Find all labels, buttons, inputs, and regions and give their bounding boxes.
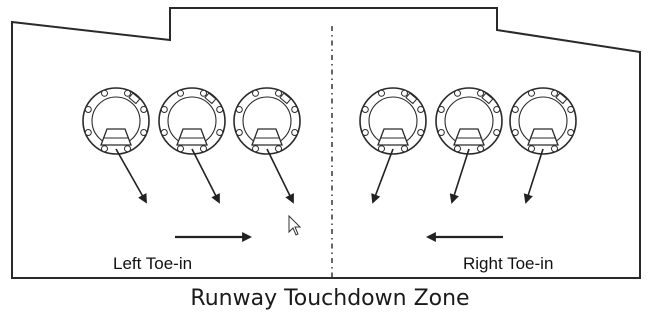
fixture-aim-arrow (523, 148, 544, 204)
fixture-flange (359, 87, 427, 155)
diagram-caption: Runway Touchdown Zone (190, 286, 470, 311)
fixture-prism (100, 128, 132, 146)
fixture-bolt (140, 106, 148, 113)
fixture-flange (509, 87, 577, 155)
fixture-bolt (140, 129, 148, 136)
fixture-tag (405, 92, 418, 105)
left-toe-in-label: Left Toe-in (113, 254, 193, 273)
fixture-tag (279, 92, 292, 105)
fixture-bolt (528, 145, 535, 153)
fixture-prism (527, 128, 559, 146)
fixture-flange (435, 87, 503, 155)
fixture-bolt (177, 89, 184, 97)
fixture-bolt (84, 106, 92, 113)
fixture-aim-arrow (115, 148, 147, 204)
fixture-bolt (361, 106, 369, 113)
fixture-bolt (511, 129, 519, 136)
fixture-bolt (177, 145, 184, 153)
fixture-bolt (216, 129, 224, 136)
fixture-bolt (252, 145, 259, 153)
fixture-bolt (275, 89, 282, 97)
fixture-bolt (160, 106, 168, 113)
fixture-tag (204, 92, 217, 105)
fixture-tag (128, 92, 141, 105)
fixture-bolt (437, 106, 445, 113)
fixture-bolt (101, 145, 108, 153)
fixture-flange (82, 87, 150, 155)
left-fixture-1 (82, 87, 150, 204)
fixture-prism (377, 128, 409, 146)
fixture-bolt (493, 129, 501, 136)
fixture-bolt (417, 129, 425, 136)
fixture-aim-arrow (266, 148, 294, 204)
fixture-bolt (291, 129, 299, 136)
fixture-bolt (437, 129, 445, 136)
fixture-prism (176, 128, 208, 146)
fixture-bolt (528, 89, 535, 97)
fixture-flange (158, 87, 226, 155)
fixture-bolt (291, 106, 299, 113)
fixture-bolt (551, 145, 558, 153)
fixture-bolt (160, 129, 168, 136)
fixture-bolt (493, 106, 501, 113)
fixture-aim-arrow (371, 148, 394, 204)
fixture-bolt (124, 89, 131, 97)
right-fixture-2 (435, 87, 503, 204)
fixture-bolt (378, 89, 385, 97)
fixture-tag (555, 92, 568, 105)
fixture-bolt (124, 145, 131, 153)
fixture-bolt (511, 106, 519, 113)
fixture-bolt (567, 129, 575, 136)
right-fixture-1 (359, 87, 427, 204)
fixture-bolt (361, 129, 369, 136)
fixture-bolt (417, 106, 425, 113)
right-fixture-3 (509, 87, 577, 204)
fixture-group (82, 87, 577, 204)
fixture-bolt (401, 89, 408, 97)
mouse-cursor-icon (288, 214, 302, 236)
fixture-tag (481, 92, 494, 105)
fixture-bolt (216, 106, 224, 113)
fixture-aim-arrow (449, 148, 470, 204)
fixture-bolt (477, 145, 484, 153)
fixture-bolt (235, 106, 243, 113)
fixture-bolt (101, 89, 108, 97)
fixture-bolt (200, 89, 207, 97)
fixture-bolt (567, 106, 575, 113)
right-toe-in-label: Right Toe-in (463, 254, 554, 273)
fixture-prism (453, 128, 485, 146)
fixture-bolt (252, 89, 259, 97)
fixture-aim-arrow (191, 148, 220, 204)
fixture-bolt (551, 89, 558, 97)
fixture-bolt (401, 145, 408, 153)
fixture-bolt (275, 145, 282, 153)
fixture-bolt (477, 89, 484, 97)
fixture-bolt (454, 145, 461, 153)
fixture-bolt (200, 145, 207, 153)
fixture-flange (233, 87, 301, 155)
fixture-bolt (84, 129, 92, 136)
fixture-bolt (235, 129, 243, 136)
fixture-bolt (378, 145, 385, 153)
left-fixture-2 (158, 87, 226, 204)
fixture-prism (251, 128, 283, 146)
fixture-bolt (454, 89, 461, 97)
left-fixture-3 (233, 87, 301, 204)
runway-outline (11, 7, 641, 279)
